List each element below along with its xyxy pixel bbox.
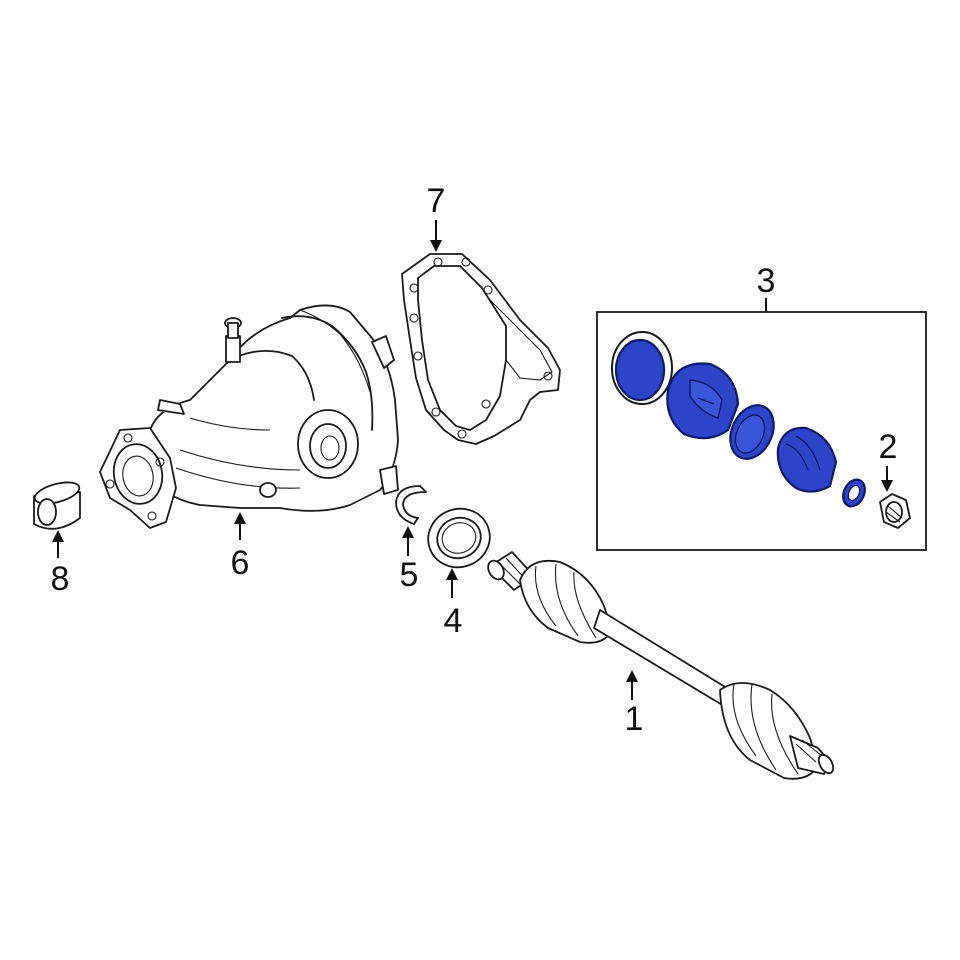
- kit-boot: [776, 426, 838, 493]
- callout-6: 6: [231, 544, 250, 582]
- leader-arrows: [52, 220, 893, 700]
- part-6-differential-housing[interactable]: [99, 304, 399, 529]
- part-8-bushing[interactable]: [32, 478, 81, 530]
- callout-5: 5: [400, 556, 419, 594]
- kit-clamp: [729, 404, 775, 460]
- callout-2: 2: [879, 428, 898, 466]
- callout-7: 7: [427, 182, 446, 220]
- part-4-seal[interactable]: [420, 500, 498, 576]
- kit-small-clamp: [842, 478, 866, 508]
- kit-box: [596, 311, 927, 551]
- callout-3: 3: [757, 262, 776, 300]
- kit-cap: [611, 331, 673, 405]
- part-3-boot-kit[interactable]: [596, 311, 927, 551]
- callout-1: 1: [625, 700, 644, 738]
- callout-4: 4: [444, 602, 463, 640]
- part-5-snap-ring[interactable]: [395, 485, 427, 525]
- part-1-axle-shaft[interactable]: [485, 551, 836, 780]
- part-7-cover-gasket[interactable]: [401, 253, 561, 445]
- kit-joint-housing: [666, 362, 740, 440]
- callout-8: 8: [51, 560, 70, 598]
- part-2-nut[interactable]: [879, 493, 911, 529]
